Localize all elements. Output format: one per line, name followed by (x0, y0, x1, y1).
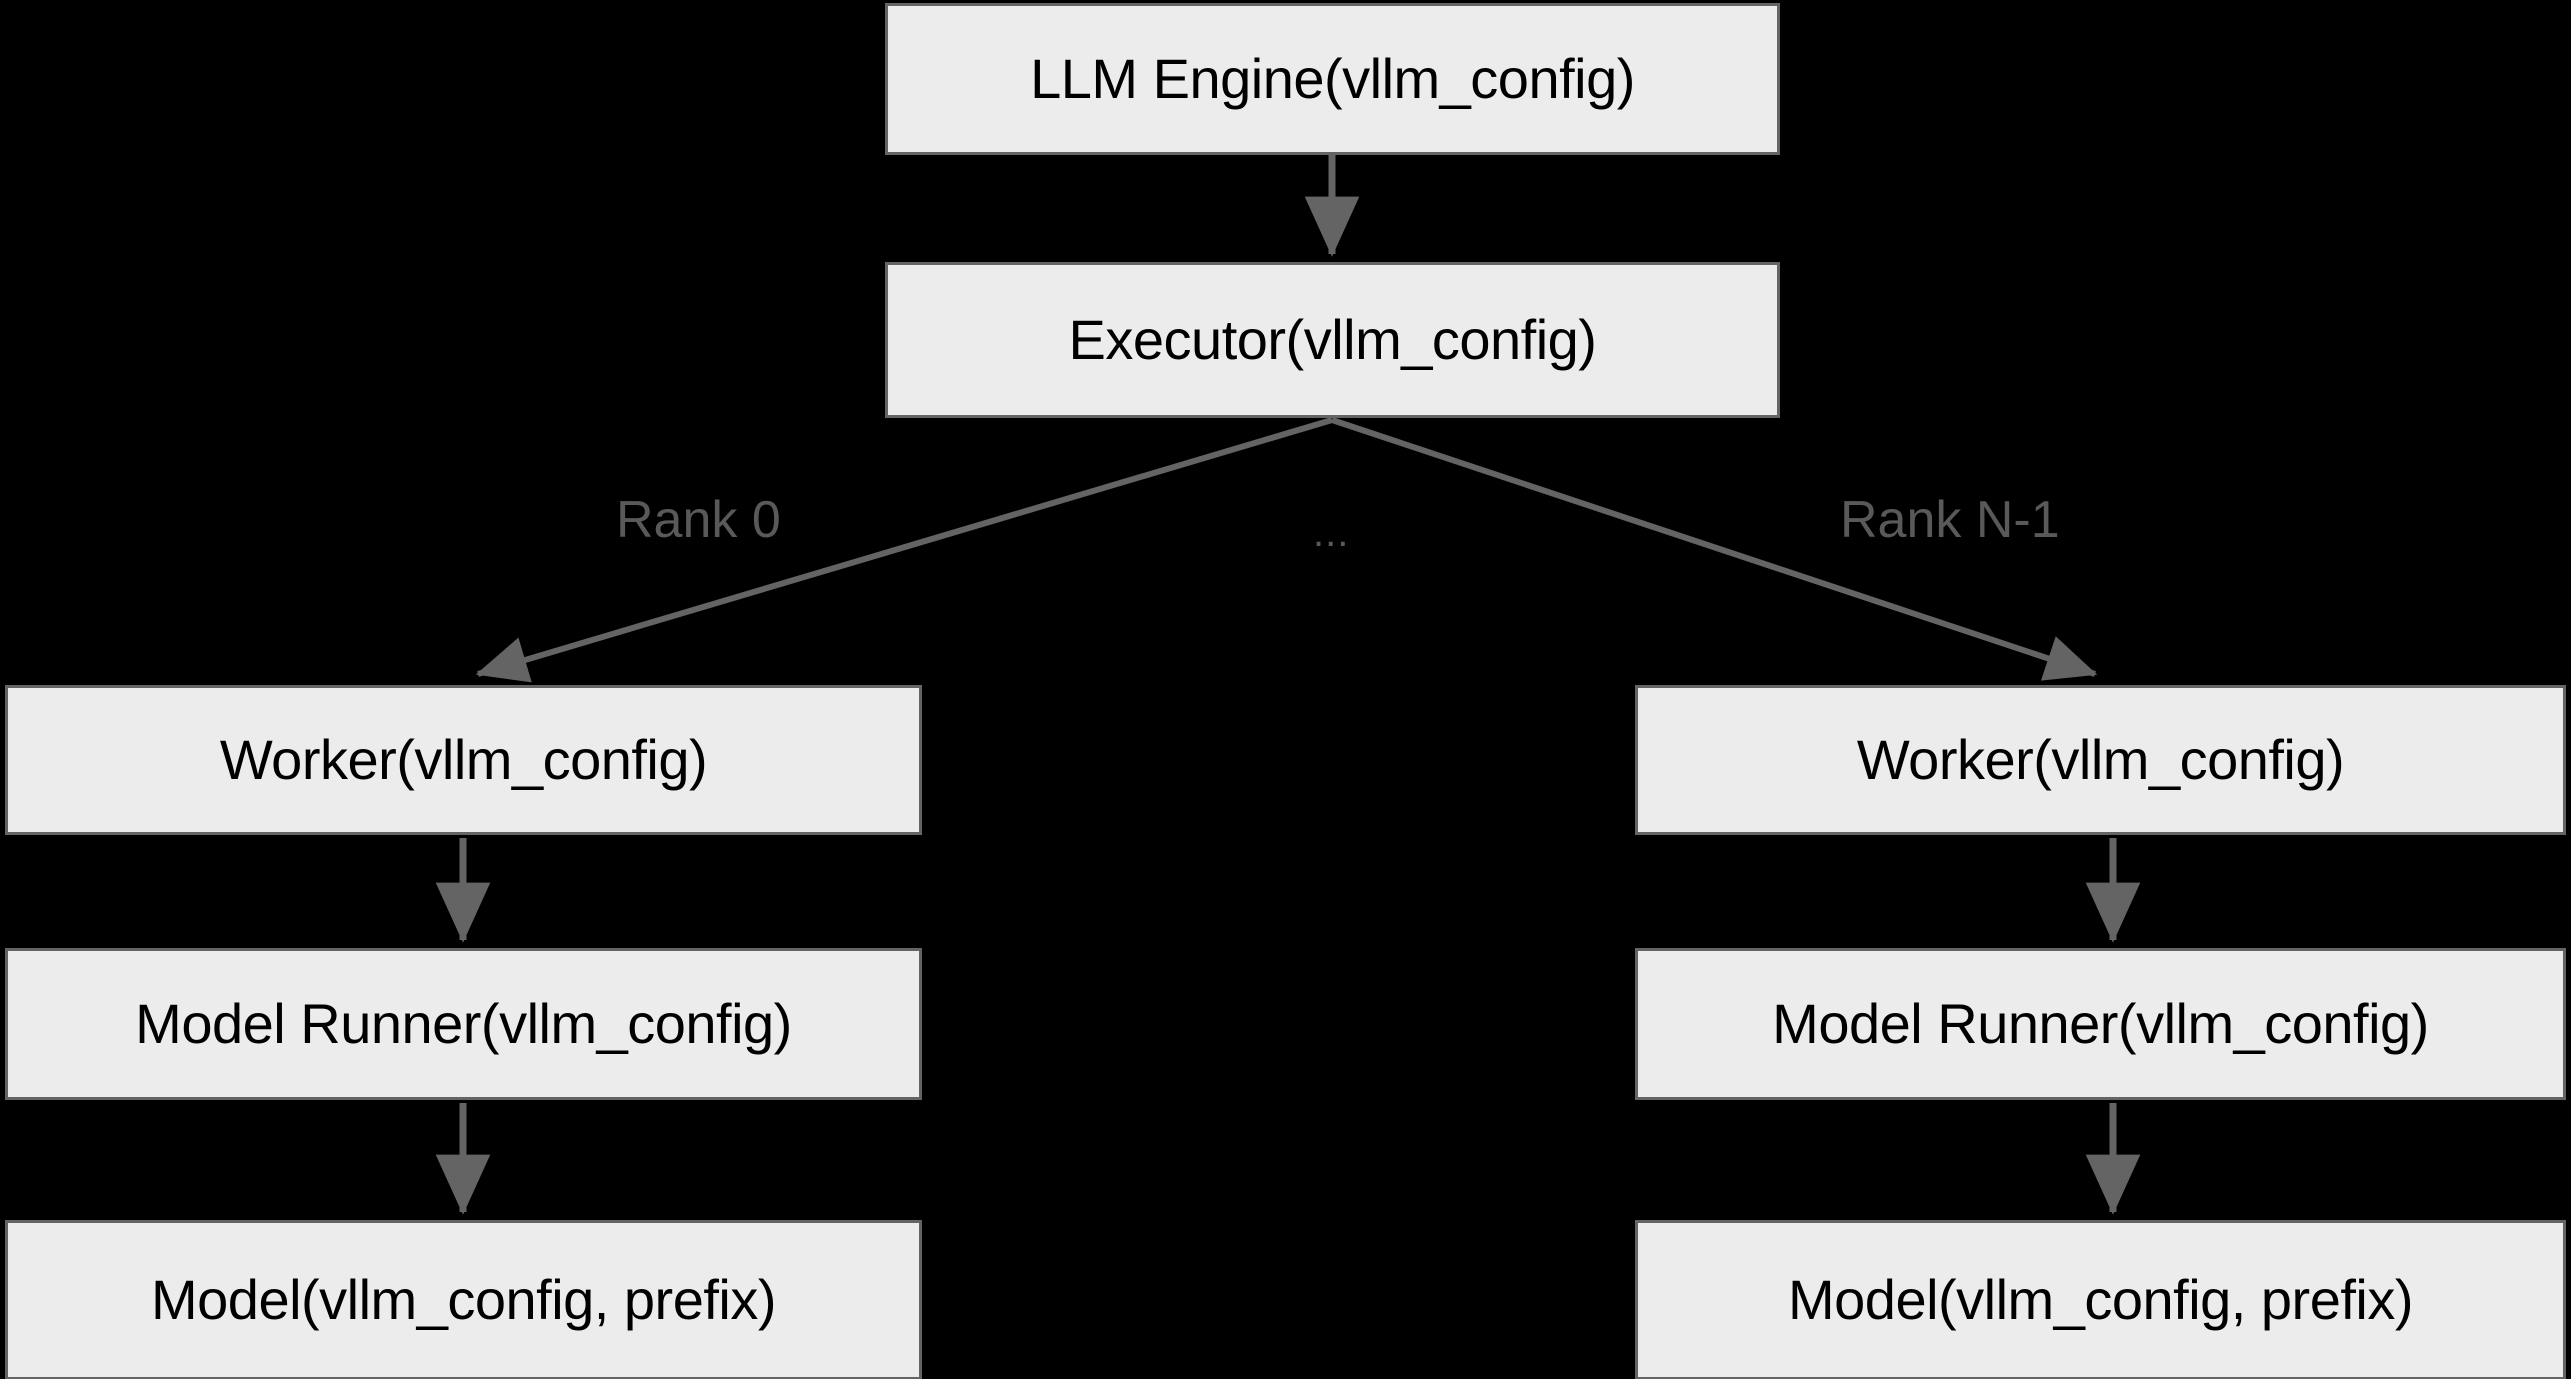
edge-label-ellipsis: ... (1313, 511, 1350, 555)
node-model-rank-0[interactable]: Model(vllm_config, prefix) (5, 1220, 922, 1379)
node-executor[interactable]: Executor(vllm_config) (885, 262, 1780, 418)
edge-executor-to-worker-rank0 (475, 417, 1333, 683)
node-llm-engine-label: LLM Engine(vllm_config) (1030, 47, 1635, 110)
node-model-rank-0-label: Model(vllm_config, prefix) (151, 1268, 776, 1331)
node-model-rank-n-1[interactable]: Model(vllm_config, prefix) (1635, 1220, 2566, 1379)
node-model-runner-rank-n-1[interactable]: Model Runner(vllm_config) (1635, 948, 2566, 1100)
node-llm-engine[interactable]: LLM Engine(vllm_config) (885, 3, 1780, 155)
node-model-runner-rank-0-label: Model Runner(vllm_config) (135, 992, 792, 1055)
node-model-runner-rank-0[interactable]: Model Runner(vllm_config) (5, 948, 922, 1100)
node-model-rank-n-1-label: Model(vllm_config, prefix) (1788, 1268, 2413, 1331)
node-executor-label: Executor(vllm_config) (1068, 308, 1597, 371)
node-worker-rank-0[interactable]: Worker(vllm_config) (5, 685, 922, 835)
edge-label-rank-0: Rank 0 (616, 491, 781, 549)
node-model-runner-rank-n-1-label: Model Runner(vllm_config) (1772, 992, 2429, 1055)
node-worker-rank-n-1-label: Worker(vllm_config) (1856, 728, 2345, 791)
edge-label-rank-n-1: Rank N-1 (1840, 491, 2060, 549)
node-worker-rank-n-1[interactable]: Worker(vllm_config) (1635, 685, 2566, 835)
node-worker-rank-0-label: Worker(vllm_config) (219, 728, 708, 791)
